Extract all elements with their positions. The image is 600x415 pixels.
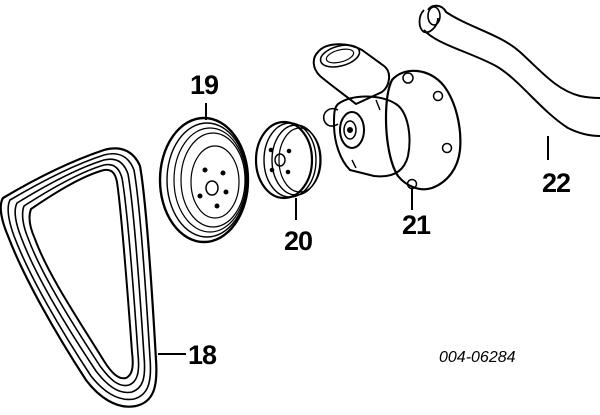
callout-crankshaft-pulley: 19 [190,70,219,100]
callout-water-pump: 21 [402,210,431,240]
callout-water-pump-pulley: 20 [284,226,313,256]
diagram-reference-number: 004-06284 [439,349,516,366]
water-pump-pulley [254,120,322,220]
callout-drive-belt: 18 [188,340,217,370]
water-pump [312,43,462,210]
drive-belt [0,147,186,408]
crankshaft-pulley [158,103,250,244]
coolant-hose [418,4,600,160]
callout-coolant-hose: 22 [542,168,571,198]
